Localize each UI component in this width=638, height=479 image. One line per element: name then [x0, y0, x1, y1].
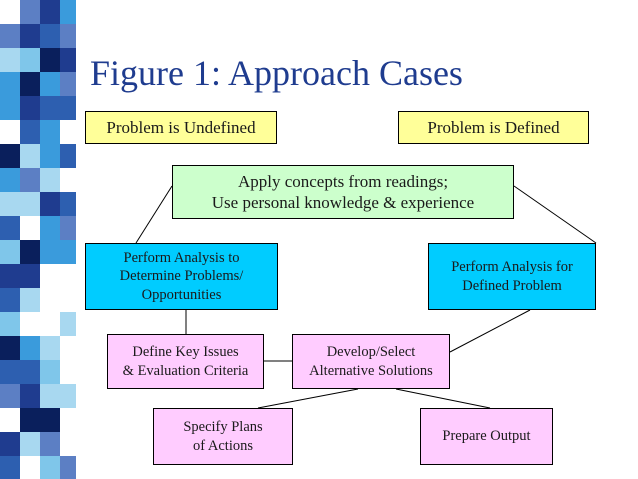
connector-develop-to-output: [395, 388, 491, 409]
connector-analysis-defined-to-develop: [449, 309, 531, 353]
connector-apply-to-analysis-defined: [513, 185, 597, 244]
perform-analysis-defined-box: Perform Analysis for Defined Problem: [428, 243, 596, 310]
prepare-output-box: Prepare Output: [420, 408, 553, 465]
problem-undefined-box: Problem is Undefined: [85, 111, 277, 144]
specify-plans-box: Specify Plans of Actions: [153, 408, 293, 465]
define-key-issues-box: Define Key Issues & Evaluation Criteria: [107, 334, 264, 389]
page-title: Figure 1: Approach Cases: [90, 53, 463, 93]
apply-concepts-box: Apply concepts from readings; Use person…: [172, 165, 514, 219]
connector-apply-to-analysis-determine: [135, 185, 173, 244]
decorative-stripe: [0, 0, 80, 479]
problem-defined-box: Problem is Defined: [398, 111, 589, 144]
connector-develop-to-plans: [257, 388, 359, 409]
perform-analysis-determine-box: Perform Analysis to Determine Problems/ …: [85, 243, 278, 310]
develop-select-box: Develop/Select Alternative Solutions: [292, 334, 450, 389]
